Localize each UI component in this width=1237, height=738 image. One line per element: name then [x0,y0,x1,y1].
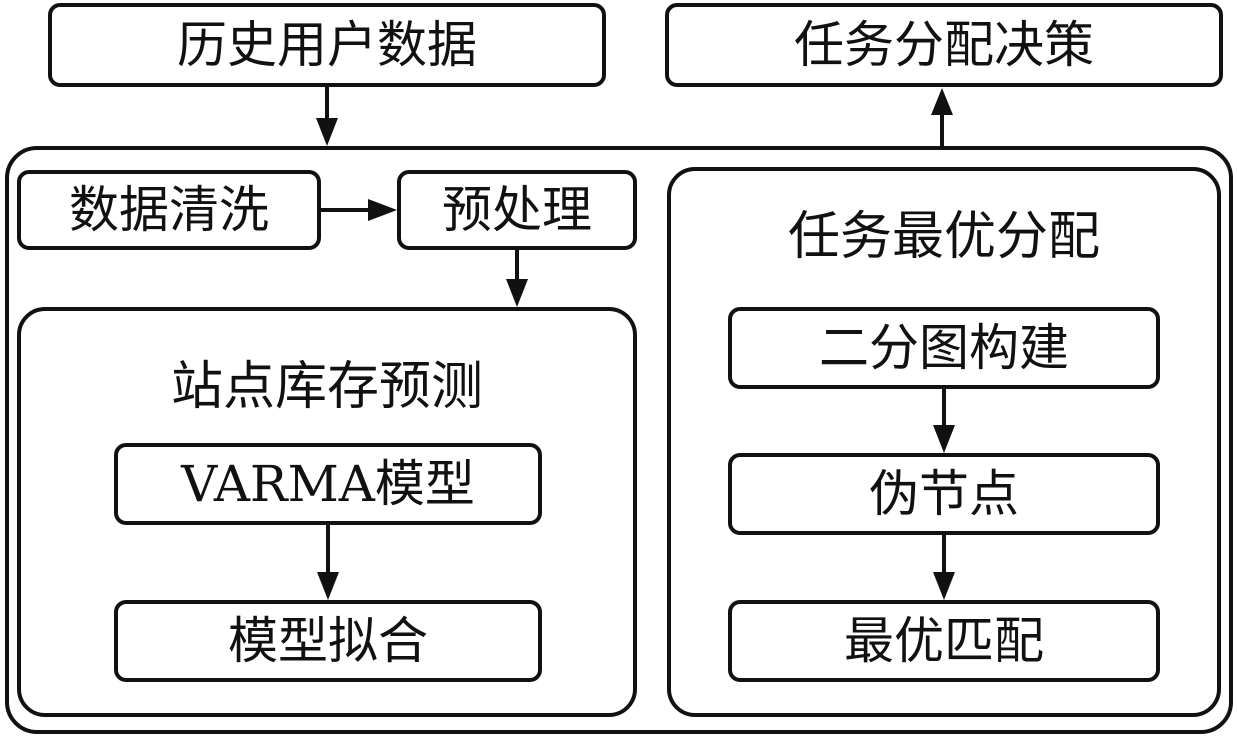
varma-model-node: VARMA模型 [114,443,542,525]
model-fitting-node: 模型拟合 [114,600,542,682]
optimal-match-label: 最优匹配 [844,612,1044,670]
task-decision-node: 任务分配决策 [665,3,1223,87]
data-cleaning-node: 数据清洗 [17,170,321,250]
bipartite-build-label: 二分图构建 [819,319,1069,377]
pseudo-node-label: 伪节点 [869,465,1019,523]
arrowhead-system-to-decision [931,88,953,115]
arrowhead-history-to-system [316,118,338,146]
model-fitting-label: 模型拟合 [228,612,428,670]
outer-system-frame [5,146,1233,734]
varma-model-label: VARMA模型 [181,455,475,513]
preprocessing-node: 预处理 [397,170,637,250]
preprocessing-label: 预处理 [442,181,592,239]
history-data-label: 历史用户数据 [177,16,477,74]
task-optimal-group: 任务最优分配 [667,167,1221,717]
task-optimal-title: 任务最优分配 [787,207,1100,267]
bipartite-build-node: 二分图构建 [728,307,1160,389]
pseudo-node-node: 伪节点 [728,453,1160,535]
task-decision-label: 任务分配决策 [794,16,1094,74]
station-forecast-group: 站点库存预测 [17,307,637,717]
history-data-node: 历史用户数据 [48,3,606,87]
station-forecast-title: 站点库存预测 [170,357,483,417]
optimal-match-node: 最优匹配 [728,600,1160,682]
data-cleaning-label: 数据清洗 [69,181,269,239]
